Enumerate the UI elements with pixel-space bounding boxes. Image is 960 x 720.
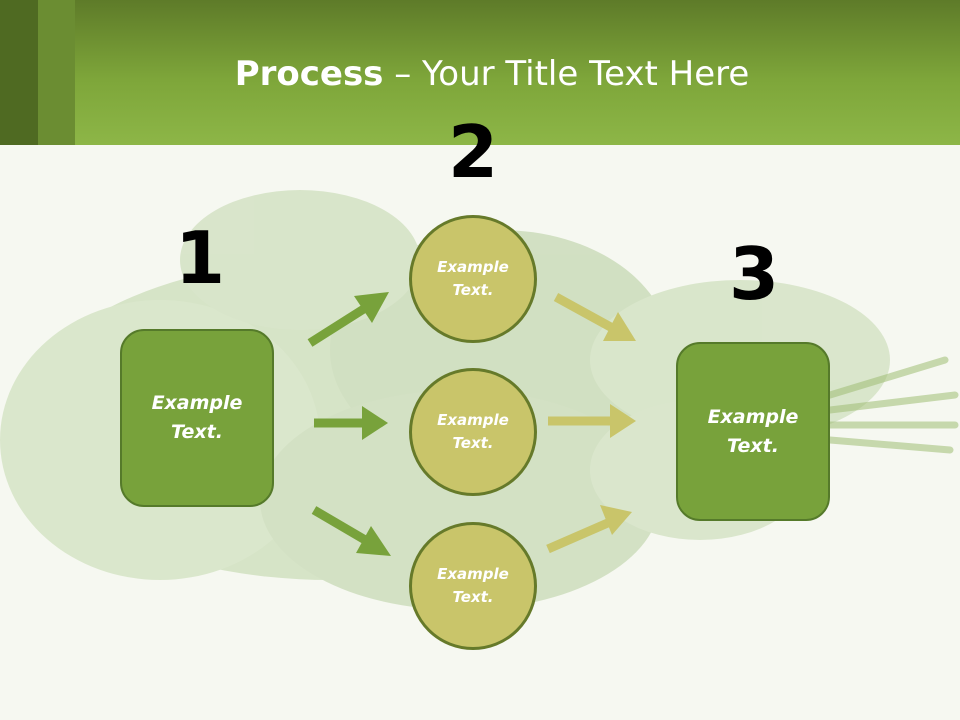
slide-title: Process – Your Title Text Here [0,52,960,96]
header-accent-band-light [38,0,75,145]
step-3-box: Example Text. [676,342,830,521]
step-1-box: Example Text. [120,329,274,507]
step-3-text: Example Text. [707,405,799,457]
arrow-left-to-top [307,292,389,347]
circle-top-text: Example Text. [437,258,509,299]
header-bar [0,0,960,145]
arrow-bottom-to-right [546,505,632,554]
step-number-2: 2 [447,110,499,194]
title-rest: – Your Title Text Here [383,54,750,94]
step-2-circle-top: Example Text. [409,215,537,343]
step-2-circle-bottom: Example Text. [409,522,537,650]
step-2-circle-middle: Example Text. [409,368,537,496]
arrow-middle-to-right [548,404,636,438]
step-number-1: 1 [174,216,226,300]
header-accent-band [0,0,38,145]
title-bold: Process [234,54,384,94]
circle-bottom-text: Example Text. [437,565,509,606]
circle-middle-text: Example Text. [437,411,509,452]
step-number-3: 3 [728,232,780,316]
step-1-text: Example Text. [151,392,243,443]
arrow-left-to-middle [314,406,388,440]
arrow-left-to-bottom [311,506,391,556]
arrow-top-to-right [553,293,636,341]
